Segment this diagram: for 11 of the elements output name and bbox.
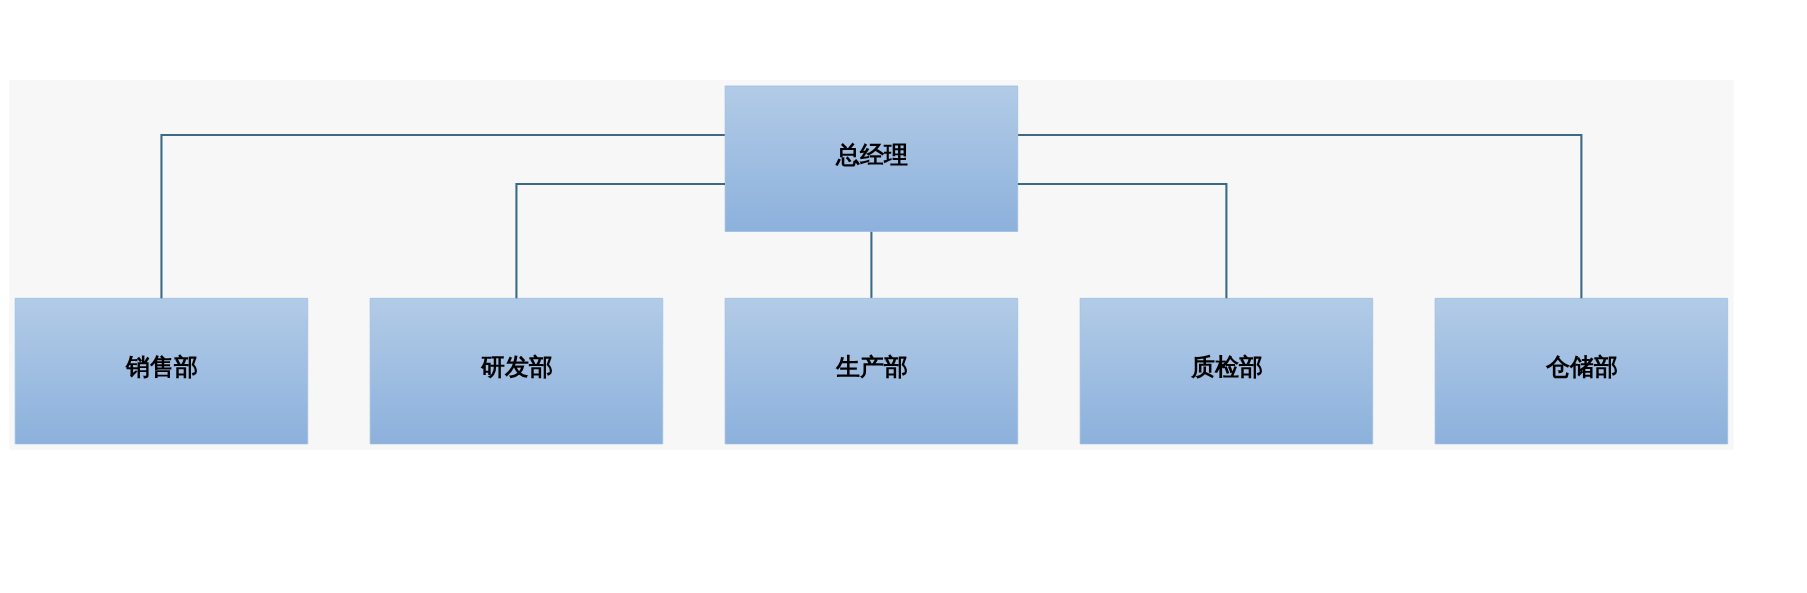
node-box: 仓储部 [1434,297,1729,444]
node-box: 质检部 [1079,297,1374,444]
node-box: 总经理 [724,85,1019,232]
node-box: 研发部 [369,297,664,444]
node-box: 销售部 [14,297,309,444]
connector [160,133,725,298]
connector [870,231,873,298]
node-box: 生产部 [724,297,1019,444]
connector [1017,182,1228,298]
connector [515,182,725,298]
connector [1018,133,1583,298]
